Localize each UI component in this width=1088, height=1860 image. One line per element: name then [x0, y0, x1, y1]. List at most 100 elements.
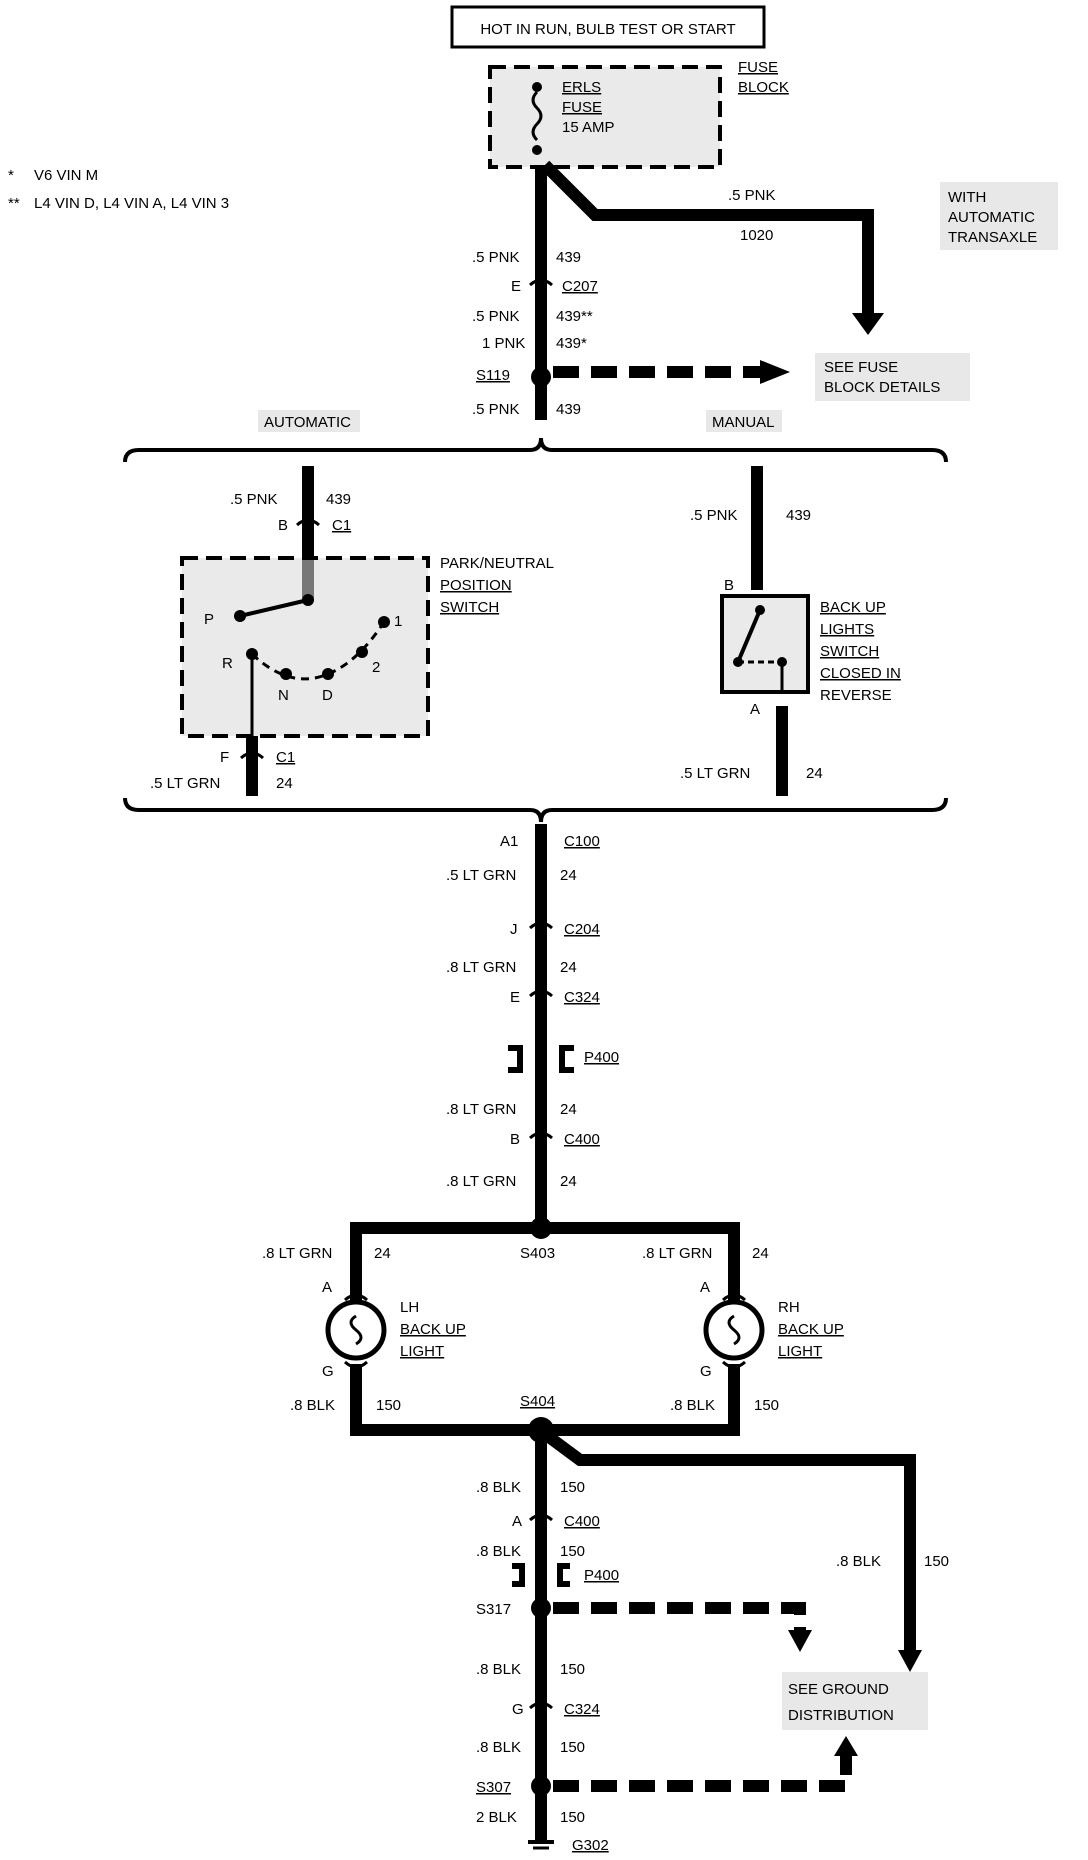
c400-top-connector — [528, 1131, 554, 1140]
run-s403: S403 — [520, 1245, 555, 1262]
wire-1020 — [540, 160, 874, 313]
wire-24-lamps — [350, 1222, 740, 1300]
lh-pin-g: G — [322, 1363, 334, 1380]
manual-switch-2: LIGHTS — [820, 621, 874, 638]
auto-w-in: .5 PNK — [230, 491, 278, 508]
park-neutral-switch-box — [180, 556, 430, 738]
auto-w-out: .5 LT GRN — [150, 775, 220, 792]
gnd-c2: 150 — [560, 1543, 585, 1560]
manual-w-out: .5 LT GRN — [680, 765, 750, 782]
rh-label-1: RH — [778, 1299, 800, 1316]
wire-1020-circuit: 1020 — [740, 227, 773, 244]
gnd-right-c: 150 — [924, 1553, 949, 1570]
c324-bottom-connector — [528, 1701, 554, 1710]
p400-right-bracket — [559, 1045, 574, 1073]
ground-dist-2: DISTRIBUTION — [788, 1707, 894, 1724]
run-w3: .8 LT GRN — [446, 1101, 516, 1118]
feed-w2: .5 PNK — [472, 308, 520, 325]
run-c4: 24 — [560, 1173, 577, 1190]
auto-c1-top — [295, 518, 321, 527]
contact-d — [322, 668, 334, 680]
gnd-w5: 2 BLK — [476, 1809, 517, 1826]
auto-c-in: 439 — [326, 491, 351, 508]
rh-c: 24 — [752, 1245, 769, 1262]
contact-p — [234, 610, 246, 622]
arrow-s317 — [788, 1630, 812, 1652]
feed-w4: .5 PNK — [472, 401, 520, 418]
manual-switch-3: SWITCH — [820, 643, 879, 660]
gnd-c1: 150 — [560, 1479, 585, 1496]
run-w4: .8 LT GRN — [446, 1173, 516, 1190]
gnd-pin-g: G — [512, 1701, 524, 1718]
gnd-w2: .8 BLK — [476, 1543, 521, 1560]
feed-c3: 439* — [556, 335, 587, 352]
gnd-c324: C324 — [564, 1701, 600, 1718]
run-c1: 24 — [560, 867, 577, 884]
contact-path — [250, 621, 386, 681]
backup-lights-switch-box — [720, 594, 810, 694]
feed-c2: 439** — [556, 308, 593, 325]
fuse-label-1: ERLS — [562, 79, 601, 96]
fuse-details-bg — [815, 353, 970, 401]
gnd-s317: S317 — [476, 1601, 511, 1618]
switch-arm — [239, 598, 309, 618]
title-text: HOT IN RUN, BULB TEST OR START — [480, 21, 735, 38]
run-c400: C400 — [564, 1131, 600, 1148]
run-pin-j: J — [510, 921, 518, 938]
splice-s317 — [531, 1598, 551, 1618]
lh-w-out: .8 BLK — [290, 1397, 335, 1414]
fuse-label-2: FUSE — [562, 99, 602, 116]
feed-w3: 1 PNK — [482, 335, 525, 352]
rh-pin-g: G — [700, 1363, 712, 1380]
feed-w1: .5 PNK — [472, 249, 520, 266]
run-w1: .5 LT GRN — [446, 867, 516, 884]
feed-c207: C207 — [562, 278, 598, 295]
lh-conn-a — [343, 1293, 369, 1302]
c207-connector — [528, 278, 554, 287]
legend-mark-2: ** — [8, 195, 20, 212]
run-pin-e: E — [510, 989, 520, 1006]
run-c2: 24 — [560, 959, 577, 976]
auto-conn-c1: C1 — [332, 517, 351, 534]
auto-c-out: 24 — [276, 775, 293, 792]
lamps-s404: S404 — [520, 1393, 555, 1410]
lh-label-2: BACK UP — [400, 1321, 466, 1338]
c204-connector — [528, 921, 554, 930]
rh-w-out: .8 BLK — [670, 1397, 715, 1414]
gnd-w3: .8 BLK — [476, 1661, 521, 1678]
automatic-title-bg — [258, 410, 360, 432]
auto-c1-bottom — [239, 751, 265, 760]
gnd-right-w: .8 BLK — [836, 1553, 881, 1570]
p400-bottom-right — [557, 1563, 570, 1587]
rh-filament — [727, 1314, 741, 1346]
transaxle-note-bg — [940, 182, 1058, 250]
wire-150-right — [541, 1429, 916, 1650]
transaxle-note-3: TRANSAXLE — [948, 229, 1037, 246]
legend-text-1: V6 VIN M — [34, 167, 98, 184]
lh-c-out: 150 — [376, 1397, 401, 1414]
gnd-pin-a: A — [512, 1513, 522, 1530]
gnd-w4: .8 BLK — [476, 1739, 521, 1756]
rh-w: .8 LT GRN — [642, 1245, 712, 1262]
feed-c1: 439 — [556, 249, 581, 266]
rh-c-out: 150 — [754, 1397, 779, 1414]
run-c204: C204 — [564, 921, 600, 938]
auto-pin-f: F — [220, 749, 229, 766]
fuse-details-2: BLOCK DETAILS — [824, 379, 940, 396]
splice-s119 — [531, 367, 551, 387]
pos-d: D — [322, 687, 333, 704]
fuse-bottom-terminal — [532, 145, 542, 155]
wire-1020-color: .5 PNK — [728, 187, 776, 204]
arrow-right-ground — [898, 1650, 922, 1672]
bottom-brace — [123, 797, 948, 823]
c324-top-connector — [528, 989, 554, 998]
pos-p: P — [204, 611, 214, 628]
lh-label-3: LIGHT — [400, 1343, 444, 1360]
pos-r: R — [222, 655, 233, 672]
manual-switch-4: CLOSED IN — [820, 665, 901, 682]
auto-pin-b: B — [278, 517, 288, 534]
pos-n: N — [278, 687, 289, 704]
auto-conn-c1-out: C1 — [276, 749, 295, 766]
title-box — [450, 5, 766, 49]
manual-switch-arm — [736, 609, 762, 663]
